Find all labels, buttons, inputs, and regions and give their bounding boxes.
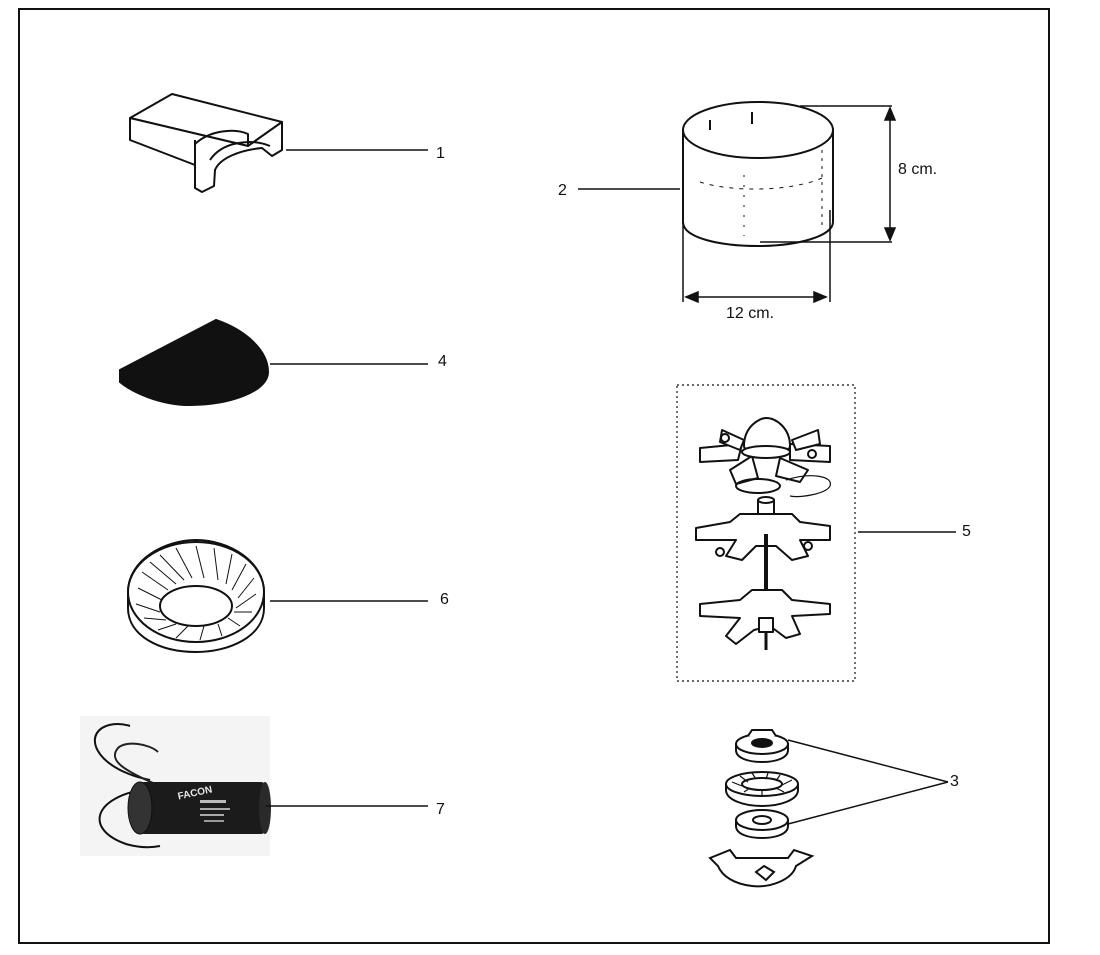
diagram-border: [18, 8, 1050, 944]
capacitor-icon: FACON: [80, 716, 271, 856]
dimension-height-label: 8 cm.: [898, 161, 937, 178]
leader-line-3a: [787, 739, 949, 783]
callout-3: 3: [950, 773, 959, 790]
washer-stack-icon: [708, 729, 815, 888]
dimension-height: [760, 105, 897, 243]
half-disc-icon: [119, 318, 270, 407]
clip-icon: [129, 93, 283, 193]
callout-1: 1: [436, 145, 445, 162]
callout-2: 2: [558, 182, 567, 199]
blade-set-box: [676, 384, 856, 682]
burr-ring-icon: [127, 538, 265, 654]
leader-line-3b: [787, 781, 949, 825]
callout-7: 7: [436, 801, 445, 818]
dimension-width: [682, 210, 831, 304]
dimension-width-label: 12 cm.: [726, 305, 774, 322]
callout-4: 4: [438, 353, 447, 370]
callout-5: 5: [962, 523, 971, 540]
blade-set-icon: [695, 417, 831, 650]
hopper-cylinder-icon: [682, 101, 834, 248]
callout-6: 6: [440, 591, 449, 608]
